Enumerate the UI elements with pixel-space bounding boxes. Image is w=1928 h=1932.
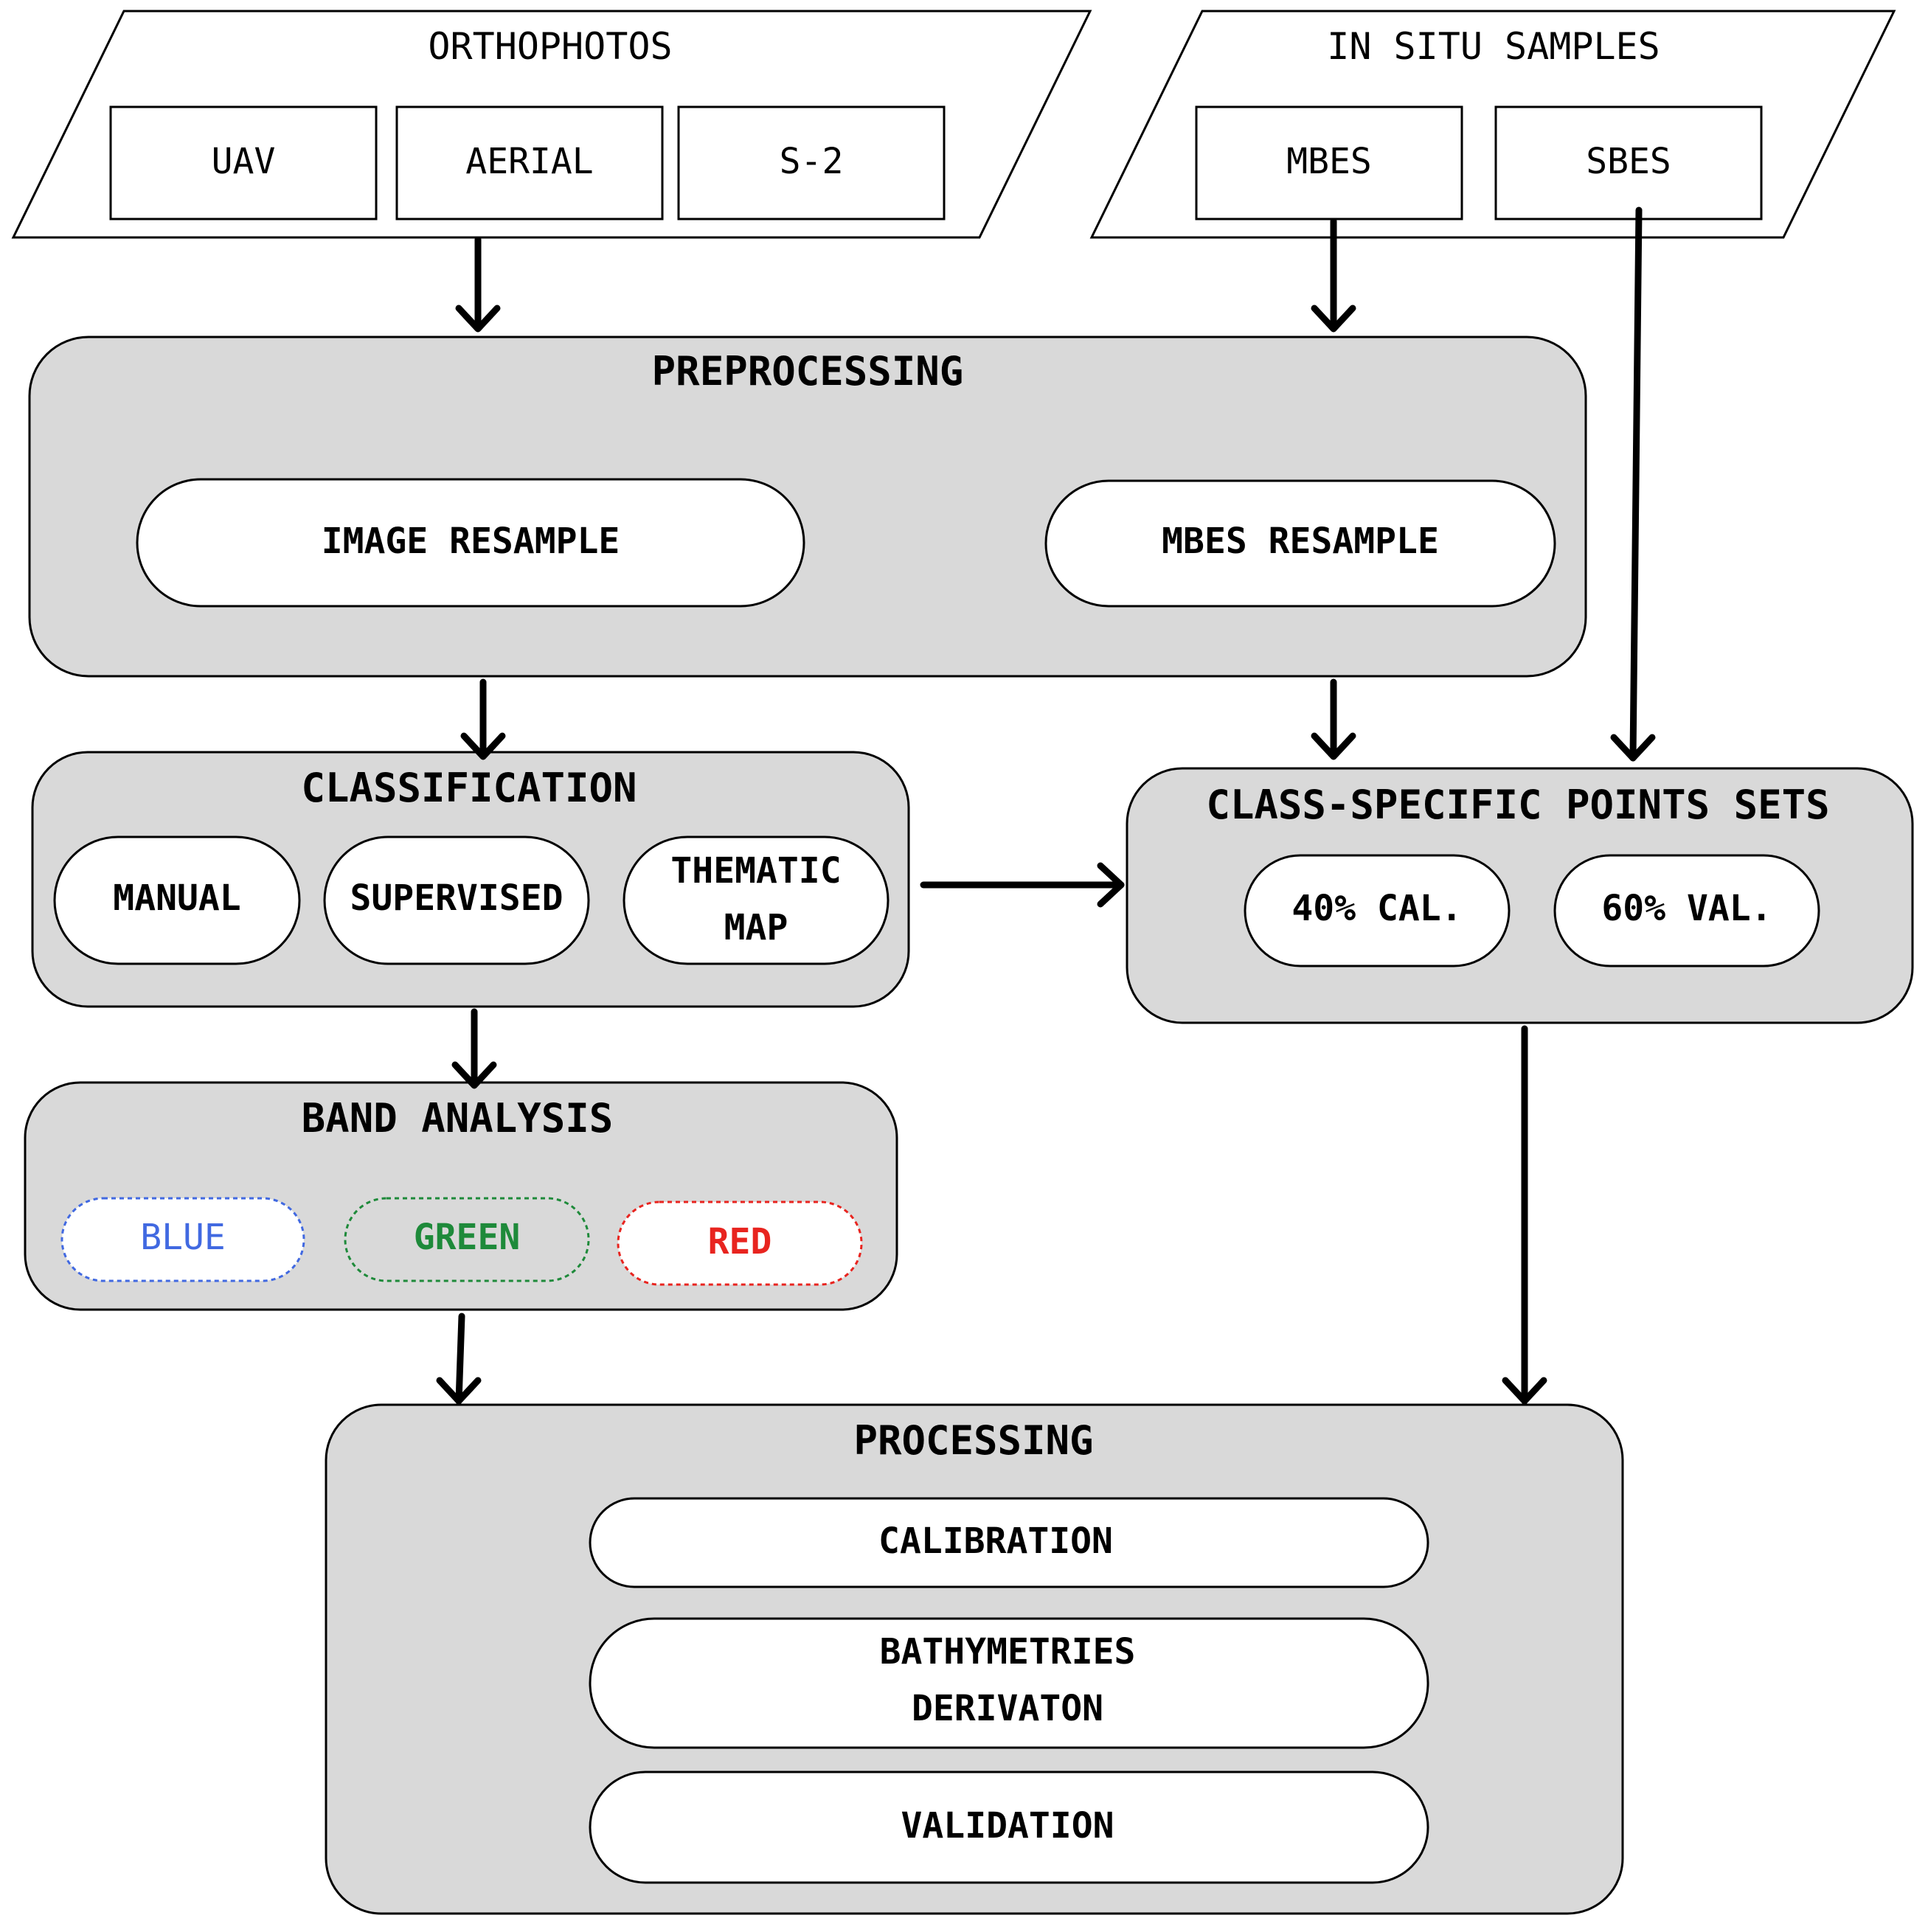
mbes-label: MBES — [1286, 141, 1372, 182]
arrowhead-class-points-to-processing — [1502, 1377, 1547, 1405]
val-60-pill — [1553, 854, 1820, 967]
arrowhead-preprocessing-to-classification — [460, 732, 506, 760]
val-60-label: 60% VAL. — [1601, 888, 1772, 929]
image-resample-pill — [136, 478, 805, 608]
processing-group: PROCESSING CALIBRATION BATHYMETRIES DERI… — [325, 1403, 1624, 1915]
mbes-resample-pill — [1044, 479, 1556, 608]
arrow-sbes-to-class-points — [1629, 206, 1643, 762]
aerial-label: AERIAL — [465, 141, 593, 182]
arrowhead-classification-to-band-analysis — [451, 1061, 497, 1089]
supervised-label: SUPERVISED — [350, 878, 564, 919]
arrowhead-band-analysis-to-processing — [436, 1377, 482, 1405]
arrowhead-sbes-to-class-points — [1610, 734, 1656, 762]
band-analysis-group: BAND ANALYSIS BLUE GREEN RED — [24, 1081, 898, 1311]
uav-label: UAV — [212, 141, 276, 182]
bathymetries-label-line1: BATHYMETRIES — [880, 1631, 1136, 1672]
class-points-title: CLASS-SPECIFIC POINTS SETS — [1206, 782, 1829, 828]
mbes-box — [1195, 105, 1463, 220]
in-situ-input-group: IN SITU SAMPLES MBES SBES — [1089, 10, 1896, 239]
flow-arrows — [436, 206, 1656, 1405]
arrowhead-mbes-to-preprocessing — [1311, 305, 1356, 333]
calibration-label: CALIBRATION — [878, 1521, 1113, 1562]
thematic-map-label-line2: MAP — [724, 907, 788, 948]
mbes-resample-label: MBES RESAMPLE — [1162, 521, 1439, 562]
green-band-pill — [344, 1197, 590, 1282]
image-resample-label: IMAGE RESAMPLE — [322, 521, 620, 562]
sbes-box — [1494, 105, 1763, 220]
blue-band-pill — [60, 1197, 305, 1282]
manual-pill — [53, 835, 301, 965]
supervised-pill — [323, 835, 590, 965]
orthophotos-input-group: ORTHOPHOTOS UAV AERIAL S-2 — [11, 10, 1092, 239]
validation-label: VALIDATION — [901, 1805, 1114, 1846]
preprocessing-title: PREPROCESSING — [652, 348, 964, 395]
cal-40-label: 40% CAL. — [1291, 888, 1462, 929]
manual-label: MANUAL — [113, 878, 240, 919]
thematic-map-pill — [623, 835, 890, 965]
in-situ-title: IN SITU SAMPLES — [1327, 25, 1660, 68]
red-band-label: RED — [708, 1221, 772, 1262]
orthophotos-title: ORTHOPHOTOS — [428, 25, 672, 68]
calibration-pill — [589, 1497, 1429, 1588]
uav-box — [109, 105, 378, 220]
bathymetries-label-line2: DERIVATON — [912, 1688, 1103, 1729]
validation-pill — [589, 1771, 1429, 1884]
preprocessing-group: PREPROCESSING IMAGE RESAMPLE MBES RESAMP… — [28, 336, 1587, 678]
classification-group: CLASSIFICATION MANUAL SUPERVISED THEMATI… — [31, 751, 910, 1008]
s2-box — [677, 105, 946, 220]
aerial-box — [395, 105, 664, 220]
arrowhead-mbes-resample-to-class-points — [1311, 732, 1356, 760]
thematic-map-label-line1: THEMATIC — [670, 850, 841, 892]
green-band-label: GREEN — [414, 1217, 521, 1258]
red-band-pill — [617, 1200, 863, 1286]
class-points-group: CLASS-SPECIFIC POINTS SETS 40% CAL. 60% … — [1126, 767, 1914, 1024]
sbes-label: SBES — [1586, 141, 1671, 182]
arrowhead-classification-to-class-points — [1097, 862, 1125, 908]
s2-label: S-2 — [780, 141, 844, 182]
bathymetries-derivation-pill — [589, 1617, 1429, 1749]
classification-title: CLASSIFICATION — [301, 765, 637, 811]
arrowhead-orthophotos-to-preprocessing — [455, 305, 501, 333]
processing-title: PROCESSING — [853, 1417, 1093, 1464]
cal-40-pill — [1244, 854, 1511, 967]
band-analysis-title: BAND ANALYSIS — [302, 1095, 614, 1142]
arrow-band-analysis-to-processing — [455, 1313, 465, 1405]
blue-band-label: BLUE — [140, 1217, 226, 1258]
